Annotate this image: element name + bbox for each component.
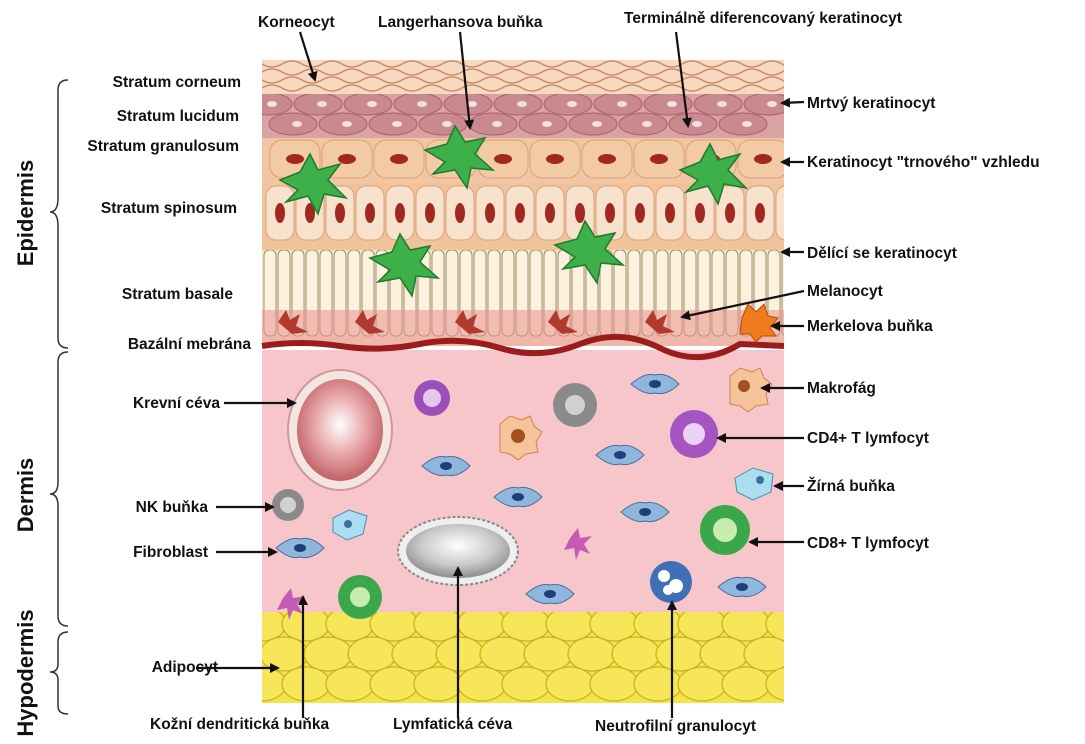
label-lymfaticka-ceva: Lymfatická céva	[393, 716, 512, 734]
blood-vessel	[288, 370, 392, 490]
label-stratum-corneum: Stratum corneum	[113, 74, 241, 92]
label-terminal-keratinocyte: Terminálně diferencovaný keratinocyt	[624, 10, 902, 28]
label-stratum-granulosum: Stratum granulosum	[87, 138, 239, 156]
label-melanocyt: Melanocyt	[807, 283, 883, 301]
label-merkelova-bunka: Merkelova buňka	[807, 318, 933, 336]
label-cd8-lymfocyt: CD8+ T lymfocyt	[807, 535, 929, 553]
region-label-epidermis: Epidermis	[13, 153, 39, 273]
label-dendriticka-bunka: Kožní dendritická buňka	[150, 716, 329, 734]
adipocyte-cluster	[238, 607, 814, 701]
region-label-dermis: Dermis	[13, 445, 39, 545]
label-mrtvy-keratinocyt: Mrtvý keratinocyt	[807, 95, 935, 113]
region-label-hypodermis: Hypodermis	[13, 603, 39, 743]
label-krevni-ceva: Krevní céva	[133, 395, 220, 413]
label-stratum-basale: Stratum basale	[122, 286, 233, 304]
label-delici-keratinocyt: Dělící se keratinocyt	[807, 245, 957, 263]
label-stratum-spinosum: Stratum spinosum	[101, 200, 237, 218]
label-zirna-bunka: Žírná buňka	[807, 478, 895, 496]
label-adipocyt: Adipocyt	[152, 659, 218, 677]
label-trnovy-keratinocyt: Keratinocyt "trnového" vzhledu	[807, 154, 1040, 172]
label-korneocyt: Korneocyt	[258, 14, 335, 32]
label-bazalni-membrana: Bazální mebrána	[128, 336, 251, 354]
label-makrofag: Makrofág	[807, 380, 876, 398]
region-braces	[50, 80, 68, 714]
label-neutrofilni-granulocyt: Neutrofilní granulocyt	[595, 718, 756, 736]
label-stratum-lucidum: Stratum lucidum	[117, 108, 239, 126]
neutrophil	[650, 561, 692, 603]
label-cd4-lymfocyt: CD4+ T lymfocyt	[807, 430, 929, 448]
label-fibroblast: Fibroblast	[133, 544, 208, 562]
label-langerhans: Langerhansova buňka	[378, 14, 543, 32]
label-nk-bunka: NK buňka	[136, 499, 208, 517]
